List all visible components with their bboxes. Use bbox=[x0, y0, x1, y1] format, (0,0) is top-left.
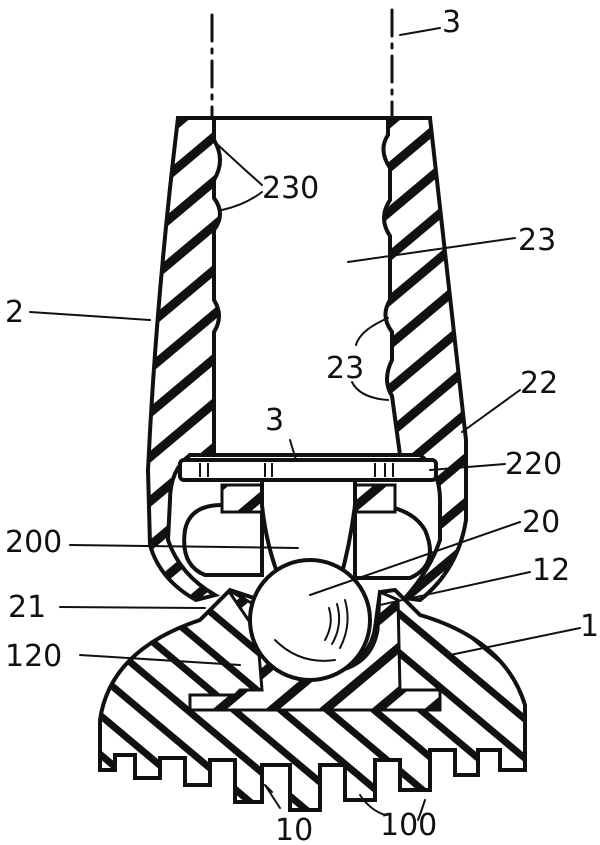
neck-pocket-left bbox=[182, 503, 264, 577]
label-tread-groove: 100 bbox=[380, 808, 437, 843]
label-tread: 10 bbox=[275, 813, 313, 845]
label-socket: 120 bbox=[5, 639, 62, 674]
label-sleeve-shoulder: 22 bbox=[520, 366, 558, 401]
ball bbox=[248, 558, 372, 682]
label-ball: 20 bbox=[522, 505, 560, 540]
label-lip: 21 bbox=[8, 590, 46, 625]
label-foot: 1 bbox=[580, 609, 599, 644]
label-sleeve-bore-lower: 23 bbox=[326, 351, 364, 386]
label-sleeve: 2 bbox=[5, 295, 24, 330]
label-neck: 200 bbox=[5, 525, 62, 560]
retaining-ring bbox=[178, 458, 438, 482]
label-retaining-ring: 220 bbox=[505, 447, 562, 482]
label-axis: 3 bbox=[442, 5, 461, 40]
leader-lines bbox=[29, 27, 581, 821]
sleeve-left-wall bbox=[145, 116, 222, 603]
label-sleeve-groove: 230 bbox=[262, 171, 319, 206]
label-rod-end: 3 bbox=[265, 403, 284, 438]
label-socket-edge: 12 bbox=[532, 553, 570, 588]
axis-lines bbox=[210, 8, 394, 120]
label-sleeve-bore: 23 bbox=[518, 223, 556, 258]
